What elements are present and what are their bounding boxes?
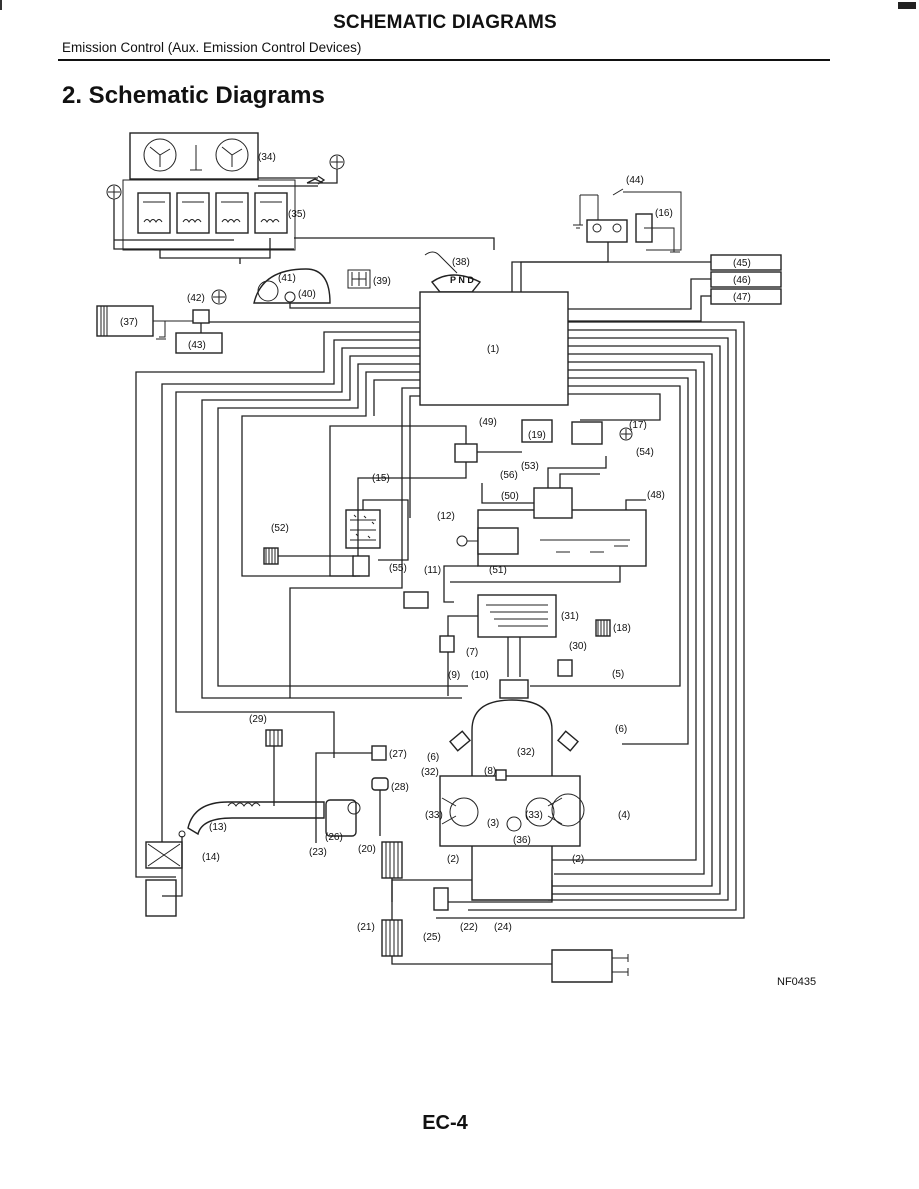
svg-text:(31): (31) [561, 611, 579, 622]
page-edge-mark [0, 0, 2, 10]
svg-text:(33): (33) [425, 810, 443, 821]
svg-text:(40): (40) [298, 289, 316, 300]
svg-text:(12): (12) [437, 511, 455, 522]
svg-text:(32): (32) [517, 747, 535, 758]
svg-text:(34): (34) [258, 152, 276, 163]
svg-text:(49): (49) [479, 417, 497, 428]
svg-text:(51): (51) [489, 565, 507, 576]
svg-text:(16): (16) [655, 208, 673, 219]
svg-text:(41): (41) [278, 273, 296, 284]
svg-text:(39): (39) [373, 276, 391, 287]
page-subtitle: Emission Control (Aux. Emission Control … [62, 40, 362, 55]
section-heading: 2. Schematic Diagrams [62, 82, 325, 109]
svg-text:(52): (52) [271, 523, 289, 534]
svg-text:(38): (38) [452, 257, 470, 268]
svg-text:(2): (2) [572, 854, 584, 865]
svg-text:(6): (6) [427, 752, 439, 763]
svg-text:(18): (18) [613, 623, 631, 634]
svg-text:(17): (17) [629, 420, 647, 431]
svg-text:(14): (14) [202, 852, 220, 863]
filter-element [263, 547, 354, 565]
engine-assembly [439, 679, 585, 901]
page-number: EC-4 [422, 1112, 468, 1134]
callout-labels: (1) (2) (2) (3) (4) (5) (6) (6) (7) (8) … [120, 152, 751, 943]
exhaust-system [381, 841, 629, 983]
signal-boxes [520, 254, 782, 322]
svg-text:(28): (28) [391, 782, 409, 793]
svg-text:(7): (7) [466, 647, 478, 658]
svg-text:(27): (27) [389, 749, 407, 760]
svg-text:(55): (55) [389, 563, 407, 574]
svg-text:(46): (46) [733, 275, 751, 286]
svg-text:(36): (36) [513, 835, 531, 846]
svg-text:(45): (45) [733, 258, 751, 269]
svg-text:(20): (20) [358, 844, 376, 855]
svg-text:(50): (50) [501, 491, 519, 502]
svg-text:(25): (25) [423, 932, 441, 943]
svg-text:(56): (56) [500, 470, 518, 481]
figure-code: NF0435 [777, 976, 817, 988]
combination-meter [253, 268, 420, 309]
svg-text:(11): (11) [424, 565, 441, 576]
svg-text:(10): (10) [471, 670, 489, 681]
svg-text:(43): (43) [188, 340, 206, 351]
svg-text:(29): (29) [249, 714, 267, 725]
svg-text:(13): (13) [209, 822, 227, 833]
svg-text:(8): (8) [484, 766, 496, 777]
connector-block [96, 305, 419, 354]
svg-text:(53): (53) [521, 461, 539, 472]
svg-text:(23): (23) [309, 847, 327, 858]
wiring-harness [135, 321, 745, 919]
svg-text:(33): (33) [525, 810, 543, 821]
shift-selector [347, 251, 482, 293]
svg-text:(48): (48) [647, 490, 665, 501]
svg-text:(1): (1) [487, 344, 499, 355]
svg-text:(24): (24) [494, 922, 512, 933]
svg-text:(26): (26) [325, 832, 343, 843]
svg-text:(3): (3) [487, 818, 499, 829]
svg-text:(2): (2) [447, 854, 459, 865]
page-header-title: SCHEMATIC DIAGRAMS [333, 12, 557, 33]
air-cleaner [447, 594, 611, 696]
svg-text:(42): (42) [187, 293, 205, 304]
svg-text:(22): (22) [460, 922, 478, 933]
svg-text:(30): (30) [569, 641, 587, 652]
sensors [265, 591, 573, 843]
intake-manifold [145, 799, 361, 917]
svg-text:(9): (9) [448, 670, 460, 681]
fan-relays [122, 179, 296, 251]
svg-text:(37): (37) [120, 317, 138, 328]
svg-text:(21): (21) [357, 922, 375, 933]
header-rule [58, 59, 830, 61]
svg-text:(44): (44) [626, 175, 644, 186]
solenoid-valve [329, 419, 603, 577]
scan-corner-mark [898, 2, 916, 9]
svg-text:(6): (6) [615, 724, 627, 735]
svg-text:(47): (47) [733, 292, 751, 303]
svg-text:(54): (54) [636, 447, 654, 458]
svg-text:(15): (15) [372, 473, 390, 484]
svg-text:(4): (4) [618, 810, 630, 821]
svg-text:(5): (5) [612, 669, 624, 680]
svg-text:(35): (35) [288, 209, 306, 220]
svg-text:(19): (19) [528, 430, 546, 441]
svg-text:(32): (32) [421, 767, 439, 778]
svg-text:P N D: P N D [450, 275, 474, 285]
radiator-fans [129, 132, 259, 180]
charcoal-canister [345, 499, 409, 577]
fuel-tank [443, 456, 647, 603]
engine-control-module [419, 291, 569, 406]
